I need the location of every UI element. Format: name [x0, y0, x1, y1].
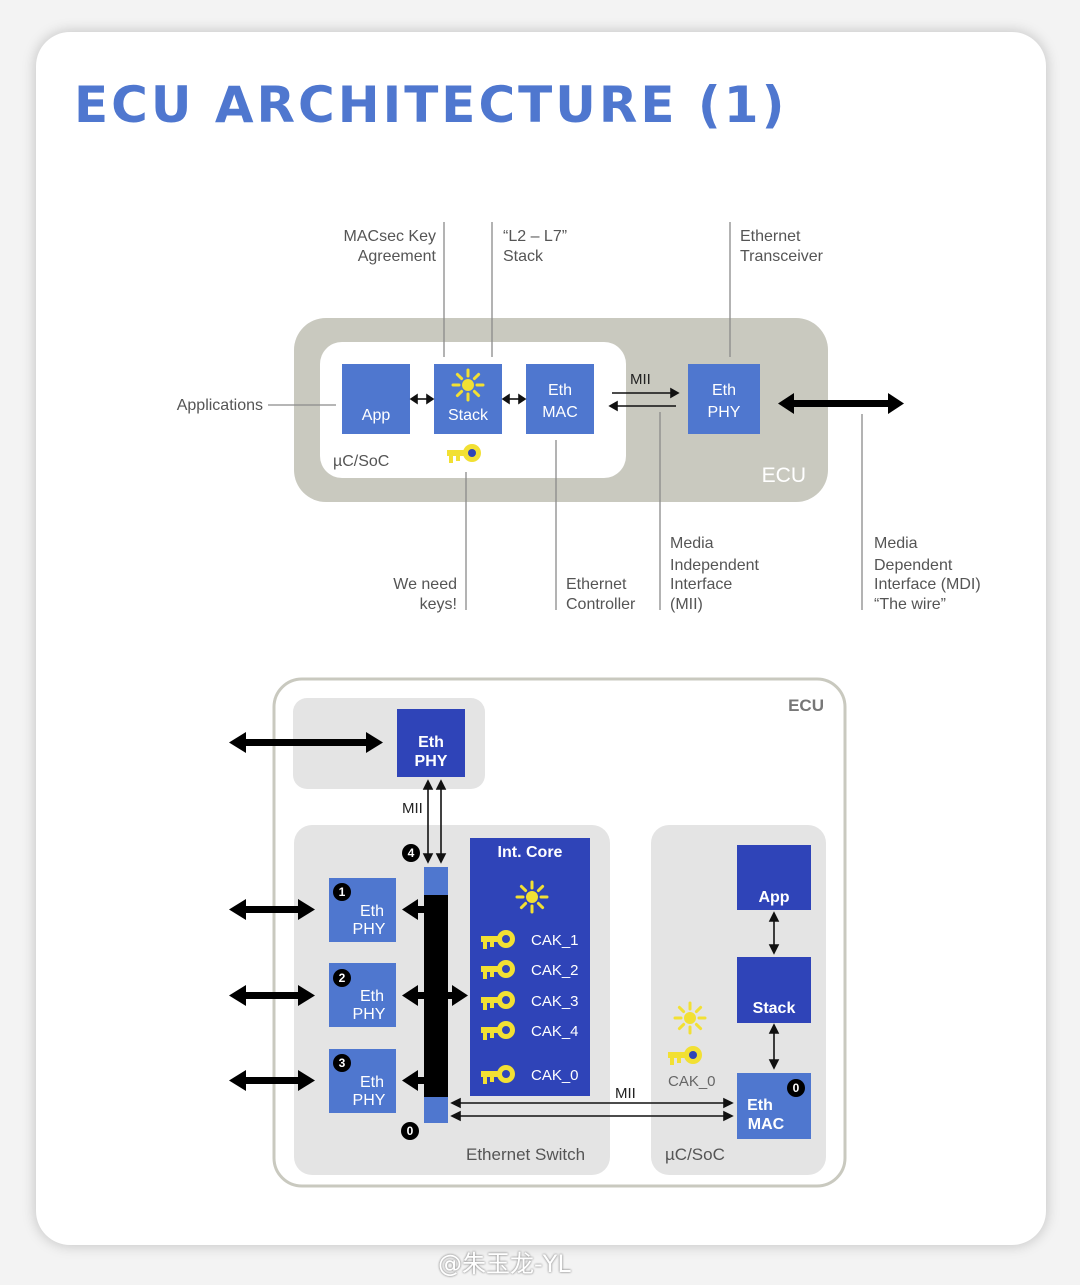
soc-mac-label-2: MAC: [748, 1116, 785, 1133]
mdi-callout-3: Interface (MDI): [874, 576, 981, 593]
mka-callout-1: MACsec Key: [344, 228, 436, 245]
switch-label: Ethernet Switch: [466, 1145, 585, 1164]
soc-mac-port-number: 0: [793, 1081, 800, 1095]
svg-text:2: 2: [339, 971, 346, 985]
transceiver-callout-2: Transceiver: [740, 248, 824, 265]
controller-callout-1: Ethernet: [566, 576, 627, 593]
mdi-arrow: [778, 393, 904, 414]
mii-arrows: [608, 387, 680, 412]
cak-2-label: CAK_2: [531, 962, 579, 979]
transceiver-callout-1: Ethernet: [740, 228, 801, 245]
vertical-mii-arrows: [422, 779, 447, 864]
applications-callout: Applications: [177, 397, 263, 414]
soc-label: µC/SoC: [333, 453, 389, 470]
sun-icon: [451, 368, 485, 402]
eth-mac-label-1: Eth: [548, 382, 572, 399]
mka-callout-2: Agreement: [358, 248, 437, 265]
mii-callout-3: Interface: [670, 576, 732, 593]
switch-bus-core: [424, 895, 448, 1097]
mdi-callout-4: “The wire”: [874, 596, 946, 613]
svg-text:1: 1: [339, 885, 346, 899]
svg-text:Eth: Eth: [360, 903, 384, 920]
svg-text:Eth: Eth: [360, 1074, 384, 1091]
eth-phy-block: [688, 364, 760, 434]
eth-phy-label-1: Eth: [712, 382, 736, 399]
cak-0-label: CAK_0: [531, 1067, 579, 1084]
port-phy-3: 3 Eth PHY: [329, 1049, 396, 1113]
top-eth-phy-block: [397, 709, 465, 777]
mii-label: MII: [630, 371, 651, 388]
soc-mac-port-badge: [787, 1079, 805, 1097]
mii-horizontal-label: MII: [615, 1085, 636, 1102]
svg-text:Eth: Eth: [360, 988, 384, 1005]
keys-callout-1: We need: [393, 576, 457, 593]
mdi-callout-1: Media: [874, 535, 918, 552]
eth-phy-label-2: PHY: [708, 404, 741, 421]
port-phy-1: 1 Eth PHY: [329, 878, 396, 942]
app-block: [342, 364, 410, 434]
svg-text:3: 3: [339, 1056, 346, 1070]
mdi-callout-2: Dependent: [874, 557, 953, 574]
mii-callout-4: (MII): [670, 596, 703, 613]
port-4-number: 4: [408, 846, 415, 860]
mii-callout-1: Media: [670, 535, 714, 552]
mii-callout-2: Independent: [670, 557, 760, 574]
port-4-badge: [402, 844, 420, 862]
port-wire-arrows: [229, 899, 315, 1091]
eth-mac-block: [526, 364, 594, 434]
soc-mac-label-1: Eth: [747, 1097, 773, 1114]
ecu2-label: ECU: [788, 696, 824, 715]
cak-3-label: CAK_3: [531, 993, 579, 1010]
sun-icon: [515, 880, 549, 914]
mii-vertical-label: MII: [402, 800, 423, 817]
int-core-title: Int. Core: [498, 844, 563, 861]
port-phy-2: 2 Eth PHY: [329, 963, 396, 1027]
cak-1-label: CAK_1: [531, 932, 579, 949]
stack-block-label: Stack: [448, 407, 489, 424]
soc-app-block: [737, 845, 811, 910]
cak-4-label: CAK_4: [531, 1023, 579, 1040]
soc-app-label: App: [758, 889, 789, 906]
stack-callout-2: Stack: [503, 248, 544, 265]
soc-cak-label: CAK_0: [668, 1073, 716, 1090]
top-phy-label-2: PHY: [415, 753, 448, 770]
page-title: ECU ARCHITECTURE (1): [74, 76, 788, 134]
watermark: @朱玉龙-YL: [438, 1250, 571, 1278]
svg-text:PHY: PHY: [353, 1092, 386, 1109]
soc2-label: µC/SoC: [665, 1145, 725, 1164]
eth-mac-label-2: MAC: [542, 404, 578, 421]
sun-icon: [673, 1001, 707, 1035]
app-stack-arrow: [409, 393, 435, 405]
svg-text:PHY: PHY: [353, 921, 386, 938]
controller-callout-2: Controller: [566, 596, 636, 613]
app-block-label: App: [362, 407, 391, 424]
svg-text:PHY: PHY: [353, 1006, 386, 1023]
phy-bus-arrows: [402, 899, 468, 1091]
stack-callout-1: “L2 – L7”: [503, 228, 567, 245]
app-stack-v-arrow: [768, 911, 780, 955]
port-0-switch-number: 0: [407, 1124, 414, 1138]
horizontal-mii-arrows: [450, 1097, 734, 1122]
soc-stack-block: [737, 957, 811, 1023]
port-0-switch-badge: [401, 1122, 419, 1140]
stack-mac-v-arrow: [768, 1023, 780, 1070]
top-phy-label-1: Eth: [418, 734, 444, 751]
top-wire-arrow: [229, 732, 383, 753]
soc-stack-label: Stack: [753, 1000, 796, 1017]
stack-mac-arrow: [501, 393, 527, 405]
ecu-label: ECU: [762, 464, 806, 487]
keys-callout-2: keys!: [420, 596, 457, 613]
